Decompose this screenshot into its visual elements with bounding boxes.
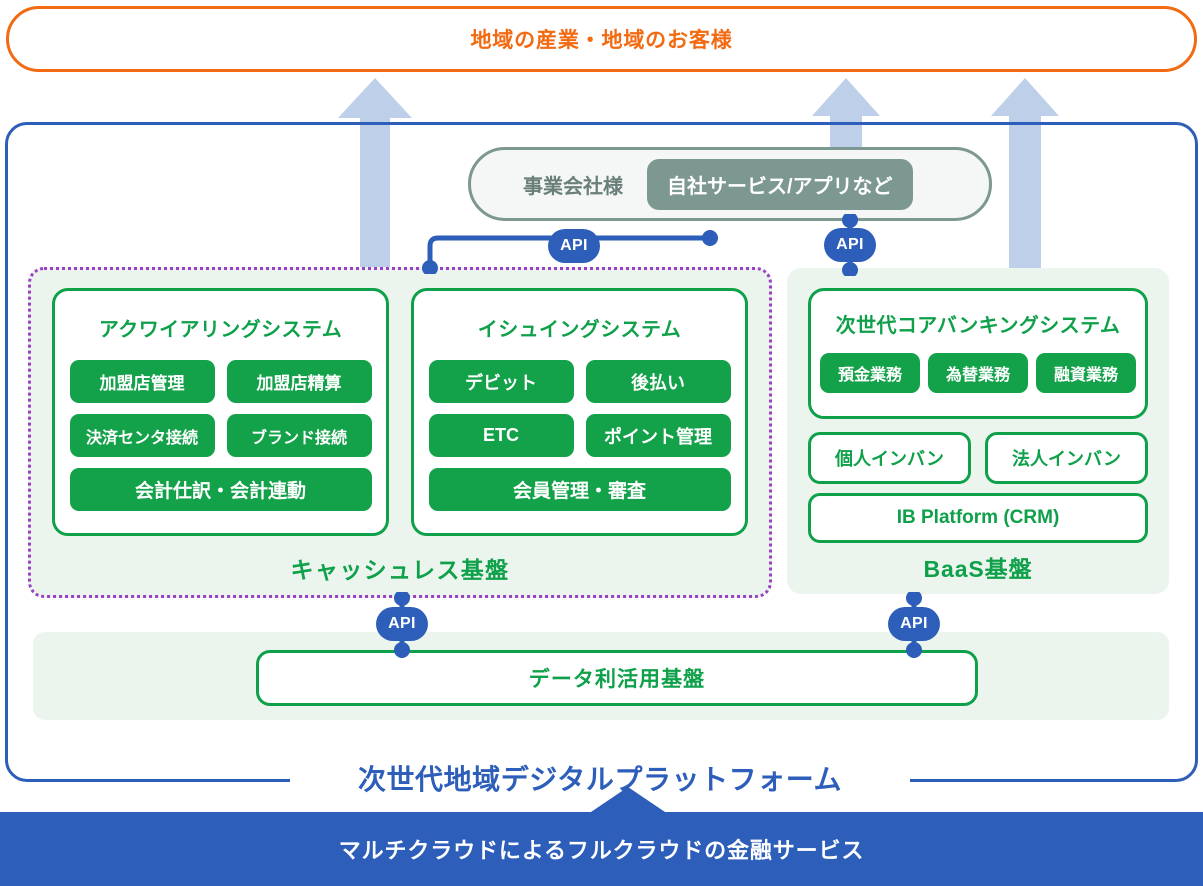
- api-badge-label: API: [560, 237, 588, 254]
- baas-platform-label: BaaS基盤: [923, 556, 1033, 582]
- chip-debit[interactable]: デビット: [428, 360, 574, 403]
- box-personal-internet-banking[interactable]: 個人インバン: [808, 432, 971, 484]
- api-badge-biz-to-baas[interactable]: API: [824, 228, 876, 262]
- api-badge-cashless-to-data[interactable]: API: [376, 607, 428, 641]
- cloud-banner-label: マルチクラウドによるフルクラウドの金融サービス: [338, 838, 865, 863]
- chip-merchant-settlement[interactable]: 加盟店精算: [226, 360, 372, 403]
- core-banking-system-card: 次世代コアバンキングシステム 預金業務 為替業務 融資業務: [808, 288, 1148, 419]
- api-badge-biz-to-cashless[interactable]: API: [548, 229, 600, 263]
- up-arrow-business-company: [812, 78, 880, 150]
- chip-merchant-management[interactable]: 加盟店管理: [69, 360, 215, 403]
- business-company-pill: 事業会社様 自社サービス/アプリなど: [468, 147, 992, 221]
- chip-deposit-operations[interactable]: 預金業務: [820, 353, 920, 393]
- api-connector-biz-to-cashless: [420, 212, 720, 274]
- data-platform-label: データ利活用基盤: [528, 668, 706, 691]
- chip-point-management[interactable]: ポイント管理: [585, 414, 731, 457]
- business-company-service-chip[interactable]: 自社サービス/アプリなど: [647, 158, 913, 210]
- chip-brand-connection[interactable]: ブランド接続: [226, 414, 372, 457]
- data-platform-box[interactable]: データ利活用基盤: [256, 650, 978, 706]
- cloud-banner-notch: [588, 787, 668, 814]
- chip-deferred-payment[interactable]: 後払い: [585, 360, 731, 403]
- issuing-system-title: イシュイングシステム: [477, 319, 682, 341]
- api-badge-baas-to-data[interactable]: API: [888, 607, 940, 641]
- chip-etc[interactable]: ETC: [428, 414, 574, 457]
- platform-title-mask: [290, 762, 910, 794]
- customer-banner: 地域の産業・地域のお客様: [6, 6, 1197, 72]
- up-arrow-baas: [991, 78, 1059, 270]
- box-ib-platform-crm[interactable]: IB Platform (CRM): [808, 493, 1148, 543]
- core-banking-system-title: 次世代コアバンキングシステム: [835, 315, 1121, 337]
- business-company-label: 事業会社様: [523, 175, 623, 198]
- chip-loan-operations[interactable]: 融資業務: [1036, 353, 1136, 393]
- chip-exchange-operations[interactable]: 為替業務: [928, 353, 1028, 393]
- api-badge-label: API: [900, 615, 928, 632]
- customer-banner-label: 地域の産業・地域のお客様: [470, 29, 733, 52]
- cashless-platform-label: キャッシュレス基盤: [290, 557, 510, 583]
- cloud-banner: マルチクラウドによるフルクラウドの金融サービス: [0, 812, 1203, 886]
- chip-payment-center-connection[interactable]: 決済センタ接続: [69, 414, 215, 457]
- api-badge-label: API: [836, 236, 864, 253]
- acquiring-system-title: アクワイアリングシステム: [98, 319, 343, 341]
- platform-title: 次世代地域デジタルプラットフォーム: [357, 764, 843, 795]
- up-arrow-cashless: [338, 78, 412, 270]
- issuing-system-card: イシュイングシステム デビット 後払い ETC ポイント管理 会員管理・審査: [411, 288, 748, 536]
- chip-member-management-screening[interactable]: 会員管理・審査: [428, 468, 731, 511]
- chip-accounting-journal-linkage[interactable]: 会計仕訳・会計連動: [69, 468, 372, 511]
- box-corporate-internet-banking[interactable]: 法人インバン: [985, 432, 1148, 484]
- api-badge-label: API: [388, 615, 416, 632]
- acquiring-system-card: アクワイアリングシステム 加盟店管理 加盟店精算 決済センタ接続 ブランド接続 …: [52, 288, 389, 536]
